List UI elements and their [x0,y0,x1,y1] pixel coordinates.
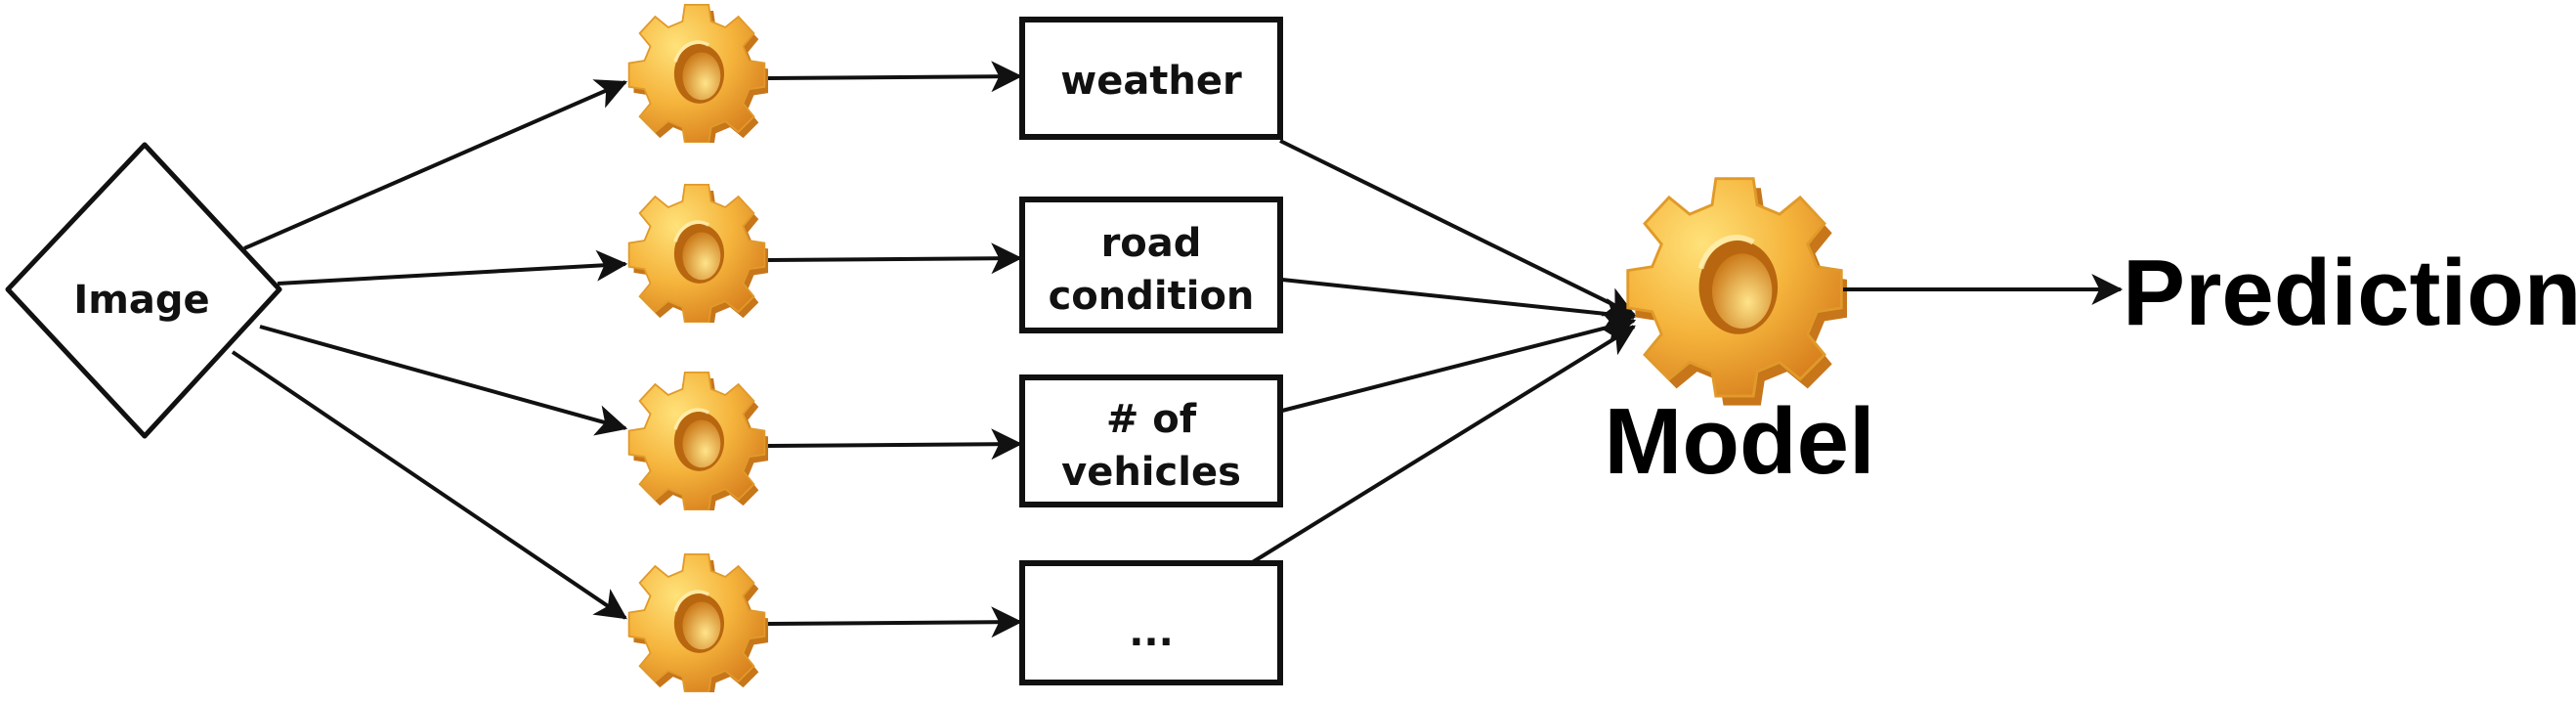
input-arrows [231,79,628,620]
gear-icon [626,371,768,510]
feature-boxes: weather road condition # of vehicles ... [1019,17,1283,685]
gear-icon [626,183,768,323]
feature-label: ... [1129,610,1174,655]
arrow-feature-to-model-4 [1249,325,1636,565]
feature-box-vehicles: # of vehicles [1019,374,1283,507]
extractor-arrows [767,61,1023,638]
gear-icon [1628,179,1849,406]
feature-arrows [1249,139,1637,565]
feature-box-road-condition: road condition [1019,197,1283,333]
arrow-feature-to-model-3 [1281,312,1637,413]
image-input-node: Image [5,142,282,439]
arrow-extractor-to-feature-4 [767,606,1023,638]
gear-icon [626,3,768,143]
feature-label: weather [1060,59,1242,104]
model-node: Model [1604,179,1875,494]
prediction-label: Prediction [2123,241,2576,345]
arrow-image-to-extractor-1 [243,79,628,250]
feature-box-weather: weather [1019,17,1283,140]
feature-label: condition [1049,274,1255,319]
arrow-image-to-extractor-2 [277,249,628,286]
feature-label: # of [1106,397,1197,442]
arrow-image-to-extractor-4 [231,350,627,620]
feature-box-ellipsis: ... [1019,560,1283,685]
model-label: Model [1604,389,1874,494]
arrow-extractor-to-feature-1 [767,61,1023,93]
feature-label: vehicles [1061,450,1241,495]
image-input-label: Image [73,278,209,323]
extractor-gears [626,3,768,692]
feature-label: road [1101,221,1202,266]
arrow-feature-to-model-1 [1279,139,1637,317]
arrow-feature-to-model-2 [1281,278,1637,330]
arrow-extractor-to-feature-2 [767,242,1023,275]
arrow-extractor-to-feature-3 [767,428,1023,461]
gear-icon [626,552,768,692]
arrow-image-to-extractor-3 [259,325,628,436]
